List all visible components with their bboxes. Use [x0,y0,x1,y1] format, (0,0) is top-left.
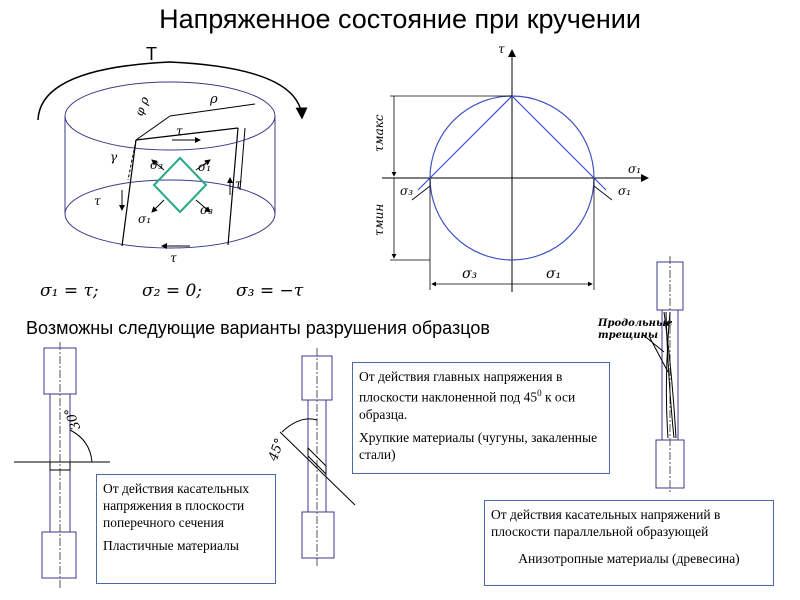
tau-top-label: τ [176,124,183,138]
tau-left-label: τ [94,194,101,208]
sigma1-top-label: σ₁ [198,160,212,174]
specimen-longitudinal [641,256,685,494]
twisted-cylinder [37,61,308,249]
rho-label: ρ [210,92,218,107]
formula-sigma1: σ₁ = τ; [40,281,99,301]
shear-parallel-desc: От действия касательных напряжений в пло… [491,507,721,539]
shear-cross-desc: От действия касательных напряжения в пло… [103,481,250,530]
shear-cross-section-box: От действия касательных напряжения в пло… [96,474,276,584]
principal-desc-main: От действия главных напряжения в плоскос… [359,369,563,405]
shear-cross-material: Пластичные материалы [103,538,239,553]
principal-desc-tail: к оси образца. [359,389,576,422]
shear-parallel-material: Анизотропные материалы (древесина) [518,551,740,566]
sigma-axis-label: σ₁ [628,162,642,176]
shear-parallel-box: От действия касательных напряжений в пло… [484,500,774,586]
fracture-variants-heading: Возможны следующие варианты разрушения о… [26,318,490,338]
specimen-45deg [279,348,356,566]
tau-min-label: τмин [372,203,386,236]
stress-element [152,156,208,214]
gamma-label: γ [110,150,118,164]
page-title: Напряженное состояние при кручении [159,4,641,34]
sigma1-dim-label: σ₁ [546,266,562,282]
sigma3-point-label: σ₃ [400,184,414,198]
cracks-label: Продольные трещины [598,318,673,341]
formula-sigma3: σ₃ = −τ [236,281,304,301]
principal-desc-sup: 0 [537,388,542,398]
principal-desc: От действия главных напряжения в плоскос… [359,368,603,423]
tau-right-label: τ [235,177,242,191]
sigma3-top-label: σ₃ [150,158,164,172]
bottom-ellipse [64,179,276,249]
torque-label: T [146,44,157,64]
specimen-transverse [14,342,110,590]
sigma1-bottom-label: σ₁ [138,212,152,226]
principal-material: Хрупкие материалы (чугуны, закаленные ст… [359,429,598,462]
tau-axis-label: τ [498,42,505,56]
sigma3-dim-label: σ₃ [462,266,478,282]
sigma3-bottom-label: σ₃ [200,203,214,217]
principal-stress-box: От действия главных напряжения в плоскос… [352,362,610,474]
formula-sigma2: σ₂ = 0; [142,281,203,301]
mohr-circle-diagram [382,49,649,292]
torque-arc [37,61,308,121]
tau-max-label: τмакс [372,114,386,152]
tau-bottom-label: τ [170,251,177,265]
sigma1-point-label: σ₁ [618,184,632,198]
